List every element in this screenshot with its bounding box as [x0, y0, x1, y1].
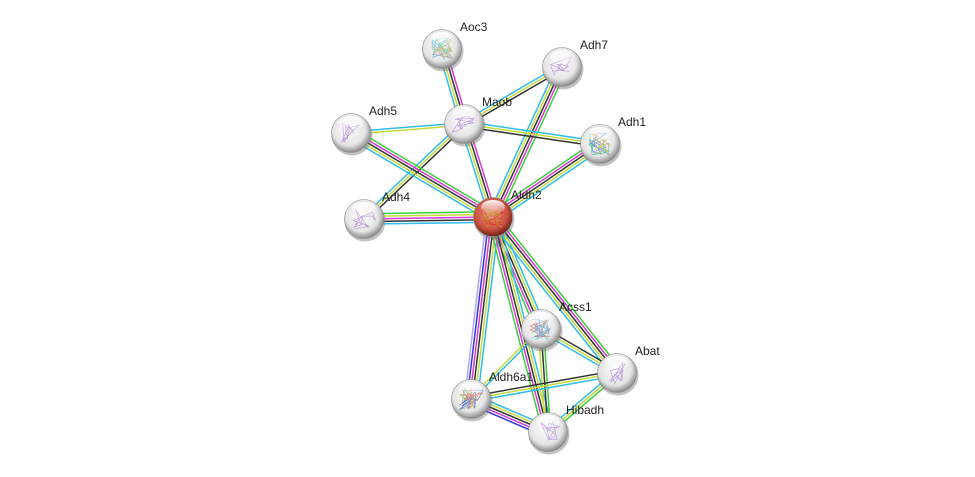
- edge-evidence-coexpression: [365, 125, 467, 222]
- edge-evidence-coexpression: [492, 216, 549, 433]
- edge-evidence-neighborhood: [353, 127, 497, 214]
- edge-evidence-textmining: [494, 145, 602, 220]
- protein-structure-icon: [340, 122, 360, 143]
- edge-evidence-coexpression: [492, 216, 618, 374]
- node-label: Aldh6a1: [489, 370, 533, 384]
- node-highlight: [529, 312, 553, 326]
- edge-evidence-database: [487, 64, 558, 216]
- edge-evidence-coexpression: [492, 143, 601, 218]
- node-adh4[interactable]: Adh4: [344, 190, 411, 242]
- edge-evidence-textmining: [474, 217, 498, 400]
- edge-evidence-coexpression: [470, 369, 617, 398]
- node-label: Abat: [635, 344, 660, 358]
- edge-evidence-neighborhood: [489, 139, 598, 214]
- edge-evidence-experiments: [351, 130, 495, 216]
- edge-evidence-experiments: [468, 216, 493, 399]
- edge-evidence-database: [495, 147, 604, 222]
- node-adh7[interactable]: Adh7: [542, 38, 609, 90]
- edge-evidence-coexpression: [364, 218, 494, 223]
- node-label: Maob: [482, 95, 512, 109]
- node-label: Hibadh: [566, 403, 604, 417]
- node-highlight: [430, 32, 454, 46]
- edge-evidence-textmining: [489, 65, 561, 217]
- edge-evidence-textmining: [470, 372, 618, 400]
- edge-evidence-experiments: [489, 217, 547, 433]
- node-highlight: [588, 127, 612, 141]
- edge-adh7-aldh2[interactable]: [487, 64, 568, 220]
- node-highlight: [339, 116, 363, 130]
- edge-adh5-aldh2[interactable]: [347, 127, 497, 223]
- node-label: Aoc3: [460, 20, 488, 34]
- edge-evidence-textmining: [363, 213, 493, 218]
- node-label: Acss1: [559, 300, 592, 314]
- edge-adh4-aldh2[interactable]: [363, 211, 494, 225]
- edge-evidence-neighborhood: [487, 218, 544, 434]
- edge-evidence-neighborhood: [497, 68, 568, 220]
- edge-evidence-cooccurrence: [466, 216, 490, 399]
- protein-structure-icon: [608, 362, 627, 385]
- edge-evidence-textmining: [490, 218, 616, 376]
- edge-evidence-database: [347, 136, 491, 223]
- node-label: Adh1: [618, 115, 646, 129]
- node-aldh2[interactable]: Aldh2: [473, 188, 543, 240]
- edge-evidence-coexpression: [471, 217, 496, 400]
- node-highlight: [536, 415, 560, 429]
- edge-evidence-experiments: [491, 141, 599, 216]
- edge-evidence-experiments: [494, 67, 566, 219]
- edge-evidence-textmining: [349, 134, 493, 220]
- node-adh5[interactable]: Adh5: [331, 104, 398, 156]
- node-hibadh[interactable]: Hibadh: [528, 403, 605, 455]
- edge-evidence-database: [488, 219, 614, 377]
- edge-aldh2-abat[interactable]: [488, 213, 622, 377]
- edge-evidence-coexpression: [463, 125, 600, 148]
- node-highlight: [452, 107, 476, 121]
- edge-evidence-neighborhood: [363, 211, 493, 215]
- node-label: Aldh2: [511, 188, 542, 202]
- protein-structure-icon: [529, 318, 551, 341]
- edge-abat-aldh6a1[interactable]: [470, 369, 618, 403]
- edge-maob-adh1[interactable]: [463, 120, 601, 148]
- node-label: Adh7: [580, 38, 608, 52]
- edge-evidence-database: [471, 374, 618, 403]
- edge-evidence-database: [364, 221, 494, 225]
- edge-evidence-neighborhood: [496, 213, 622, 371]
- edge-evidence-textmining: [363, 123, 465, 220]
- node-highlight: [459, 382, 483, 396]
- node-label: Adh4: [382, 190, 410, 204]
- edge-evidence-textmining: [463, 123, 601, 145]
- edge-evidence-coexpression: [492, 66, 563, 218]
- edge-adh1-aldh2[interactable]: [489, 139, 604, 222]
- edge-evidence-experiments: [363, 216, 494, 220]
- node-highlight: [605, 356, 629, 370]
- edge-evidence-experiments: [494, 214, 620, 372]
- protein-structure-icon: [352, 209, 376, 230]
- edge-evidence-coexpression: [350, 132, 494, 218]
- node-adh1[interactable]: Adh1: [580, 115, 647, 167]
- node-highlight: [352, 202, 376, 216]
- node-maob[interactable]: Maob: [444, 95, 513, 147]
- edge-evidence-database: [464, 120, 601, 143]
- node-abat[interactable]: Abat: [597, 344, 661, 396]
- node-aldh6a1[interactable]: Aldh6a1: [451, 370, 534, 422]
- node-label: Adh5: [369, 104, 397, 118]
- edge-evidence-homology: [463, 216, 488, 399]
- node-aoc3[interactable]: Aoc3: [422, 20, 488, 72]
- node-acss1[interactable]: Acss1: [521, 300, 593, 352]
- node-highlight: [550, 50, 574, 64]
- node-highlight: [481, 200, 505, 214]
